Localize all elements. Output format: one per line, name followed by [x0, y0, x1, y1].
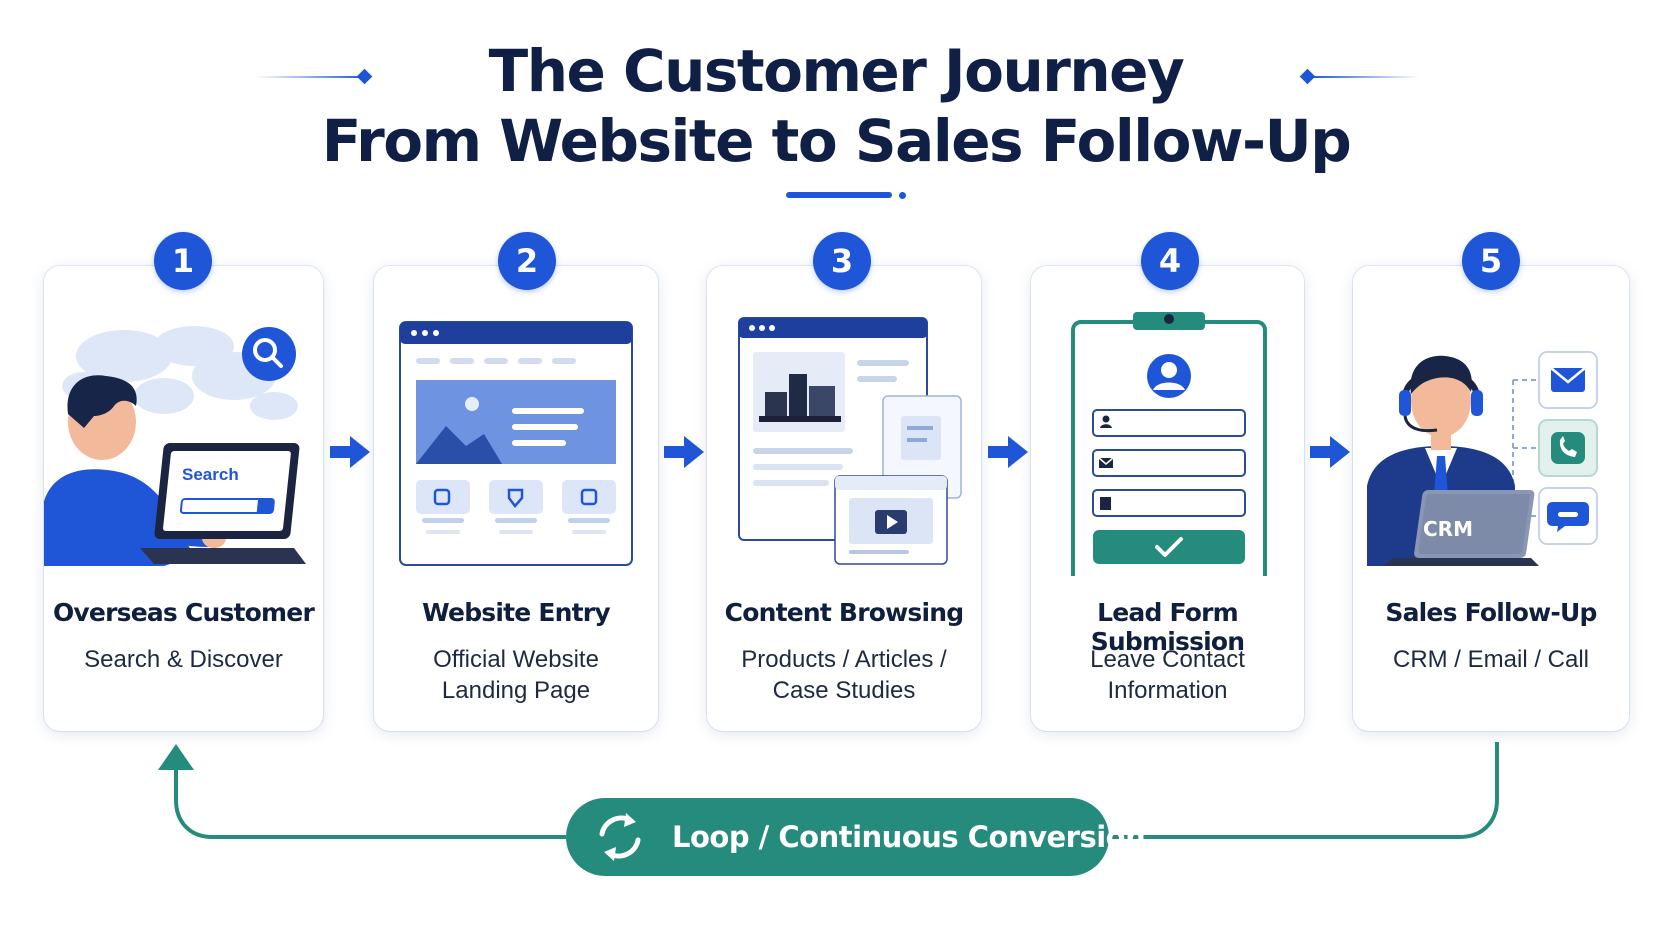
- step-subtitle-3: Products / Articles / Case Studies: [741, 646, 947, 704]
- loop-badge: Loop / Continuous Conversion: [566, 798, 1146, 876]
- step-number-5: 5: [1462, 232, 1520, 290]
- step-subtitle-1: Search & Discover: [84, 646, 283, 673]
- content-pages-video-illustration: [738, 317, 962, 565]
- step-title-4: Lead Form Submission: [1090, 598, 1245, 656]
- clipboard-form-illustration: [1071, 312, 1267, 576]
- browser-landing-page-illustration: [399, 321, 633, 566]
- loop-label: Loop / Continuous Conversion: [672, 820, 1146, 854]
- step-number-3: 3: [813, 232, 871, 290]
- arrow-right-icon: [330, 436, 370, 468]
- person-laptop-search-illustration: Search: [44, 326, 306, 566]
- step-title-1: Overseas Customer: [52, 598, 315, 627]
- title-line-2: From Website to Sales Follow-Up: [321, 107, 1352, 175]
- step-subtitle-4: Leave Contact Information: [1090, 646, 1245, 704]
- arrow-right-icon: [664, 436, 704, 468]
- crm-label: CRM: [1423, 517, 1473, 541]
- step-card-4: Lead Form Submission Leave Contact Infor…: [1031, 266, 1304, 731]
- title-deco-left-line: [255, 76, 367, 78]
- step-card-2: Website Entry Official Website Landing P…: [374, 266, 658, 731]
- step-number-1: 1: [154, 232, 212, 290]
- step-subtitle-5: CRM / Email / Call: [1392, 646, 1590, 673]
- step-title-3: Content Browsing: [724, 598, 964, 627]
- refresh-icon: [599, 813, 641, 861]
- step-number-4: 4: [1141, 232, 1199, 290]
- step-subtitle-2: Official Website Landing Page: [433, 646, 599, 704]
- step-card-3: Content Browsing Products / Articles / C…: [707, 266, 981, 731]
- title-line-1: The Customer Journey: [488, 37, 1185, 105]
- title-deco-right-line: [1310, 76, 1420, 78]
- step-number-2: 2: [498, 232, 556, 290]
- arrow-right-icon: [1310, 436, 1350, 468]
- title-underline: [786, 192, 892, 198]
- step-title-5: Sales Follow-Up: [1385, 598, 1597, 627]
- arrow-right-icon: [988, 436, 1028, 468]
- sales-agent-crm-illustration: CRM: [1367, 351, 1598, 566]
- step-card-1: Search Overseas Customer Search & Discov…: [44, 266, 323, 731]
- search-text: Search: [182, 465, 239, 484]
- step-title-2: Website Entry: [422, 598, 610, 627]
- title-underline-dot: [899, 192, 906, 199]
- loop-arrowhead-up: [158, 744, 194, 770]
- step-card-5: CRM Sales Follow-Up CRM / Email / Call: [1353, 266, 1629, 731]
